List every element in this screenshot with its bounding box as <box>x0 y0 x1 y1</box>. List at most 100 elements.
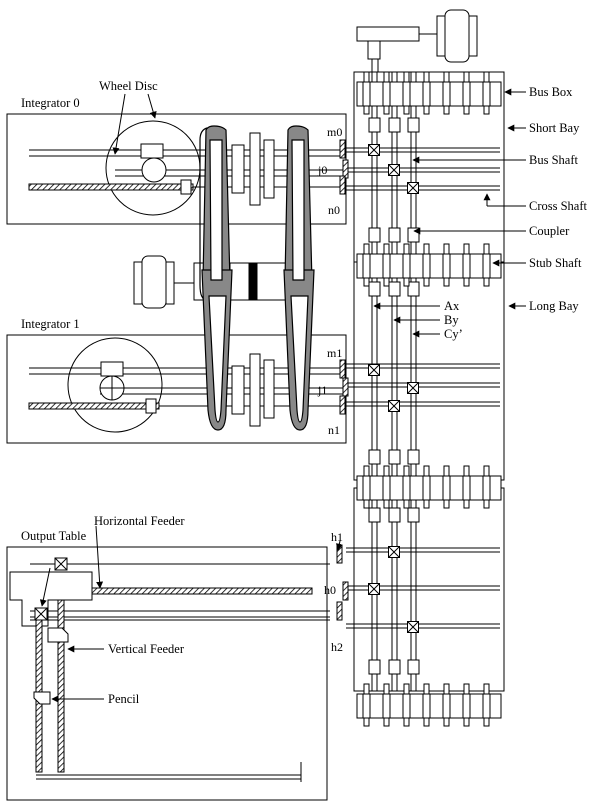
gear-stack <box>342 581 349 601</box>
bus-box-gear <box>462 693 471 719</box>
output-table <box>6 546 330 801</box>
coupler <box>368 281 381 297</box>
coupler <box>388 507 401 523</box>
m0-label: m0 <box>327 125 342 139</box>
bus-box-stub <box>463 105 470 115</box>
bus-box-stub <box>383 243 390 255</box>
bus-box-stub <box>443 683 450 695</box>
horizontal-feeder-label: Horizontal Feeder <box>94 514 185 528</box>
gear-stack <box>339 359 346 379</box>
coupler <box>368 449 381 465</box>
bus-box-stub <box>383 683 390 695</box>
long-bay-label: Long Bay <box>529 299 579 313</box>
bus-box-stub <box>423 71 430 83</box>
coupler <box>368 507 381 523</box>
bus-box-stub <box>443 499 450 509</box>
crossing-x <box>368 364 380 376</box>
bus-box-stub <box>363 499 370 509</box>
bus-box-gear <box>362 693 371 719</box>
bus-box-stub <box>383 277 390 287</box>
bus-box-stub <box>363 683 370 695</box>
bus-box-stub <box>443 717 450 727</box>
bus-box-label: Bus Box <box>529 85 573 99</box>
bus-box-gear <box>402 475 411 501</box>
bus-box-stub <box>423 683 430 695</box>
bus-box-gear <box>382 253 391 279</box>
h2-label: h2 <box>331 640 343 654</box>
crossing-x <box>368 583 380 595</box>
bus-box-gear <box>362 475 371 501</box>
bus-box-stub <box>383 499 390 509</box>
gear-stack <box>336 544 343 564</box>
coupler <box>388 281 401 297</box>
bus-box-gear <box>442 81 451 107</box>
coupler-label: Coupler <box>529 224 570 238</box>
bus-box-stub <box>403 243 410 255</box>
bus-box-stub <box>403 71 410 83</box>
wheel-disc-label: Wheel Disc <box>99 79 158 93</box>
bus-box-gear <box>442 693 451 719</box>
bus-box-gear <box>482 81 491 107</box>
crossing-x <box>407 382 419 394</box>
coupler <box>388 659 401 675</box>
bus-box-stub <box>363 71 370 83</box>
bus-box-stub <box>363 465 370 477</box>
ax-label: Ax <box>444 299 460 313</box>
output-table-label: Output Table <box>21 529 87 543</box>
bus-box-gear <box>422 475 431 501</box>
bus-box-stub <box>423 499 430 509</box>
bus-box-stub <box>403 683 410 695</box>
coupler <box>368 117 381 133</box>
bus-box-gear <box>382 693 391 719</box>
coupler <box>407 449 420 465</box>
bus-box-stub <box>483 465 490 477</box>
bus-box-gear <box>482 253 491 279</box>
bus-box-stub <box>423 277 430 287</box>
coupler <box>407 659 420 675</box>
bus-box-stub <box>363 717 370 727</box>
bus-box-stub <box>463 465 470 477</box>
integrator-0-label: Integrator 0 <box>21 96 80 110</box>
bus-box-stub <box>423 105 430 115</box>
j1-label: j1 <box>317 383 327 397</box>
bus-box-gear <box>462 253 471 279</box>
bus-box-stub <box>363 277 370 287</box>
crossing-x <box>407 182 419 194</box>
bus-box-stub <box>463 71 470 83</box>
bus-box-stub <box>483 105 490 115</box>
bus-box-gear <box>422 81 431 107</box>
gear-stack <box>342 377 349 397</box>
crossing-x <box>388 546 400 558</box>
top-motor <box>356 9 478 74</box>
bus-box-stub <box>483 277 490 287</box>
bus-box-stub <box>403 465 410 477</box>
bus-box-gear <box>382 475 391 501</box>
labels: Wheel Disc Integrator 0 Integrator 1 Out… <box>21 79 588 706</box>
bus-box-stub <box>463 499 470 509</box>
bus-box-stub <box>403 717 410 727</box>
cy-label: Cy’ <box>444 327 463 341</box>
bus-box-stub <box>403 277 410 287</box>
coupler <box>407 507 420 523</box>
gear-stack <box>336 601 343 621</box>
bus-box-stub <box>463 243 470 255</box>
h0-label: h0 <box>324 583 336 597</box>
bus-box-stub <box>483 499 490 509</box>
bus-box-stub <box>423 465 430 477</box>
bus-box-stub <box>463 277 470 287</box>
bus-shaft-label: Bus Shaft <box>529 153 578 167</box>
coupler <box>388 227 401 243</box>
vertical-feeder-label: Vertical Feeder <box>108 642 185 656</box>
bus-boxes <box>356 71 502 727</box>
bus-box-stub <box>363 105 370 115</box>
bus-box-gear <box>402 81 411 107</box>
bus-box-stub <box>463 717 470 727</box>
bus-box-stub <box>443 105 450 115</box>
shaft-crossings <box>368 144 419 633</box>
h1-label: h1 <box>331 530 343 544</box>
pencil-label: Pencil <box>108 692 140 706</box>
crossing-x <box>388 400 400 412</box>
n1-label: n1 <box>328 423 340 437</box>
m1-label: m1 <box>327 346 342 360</box>
